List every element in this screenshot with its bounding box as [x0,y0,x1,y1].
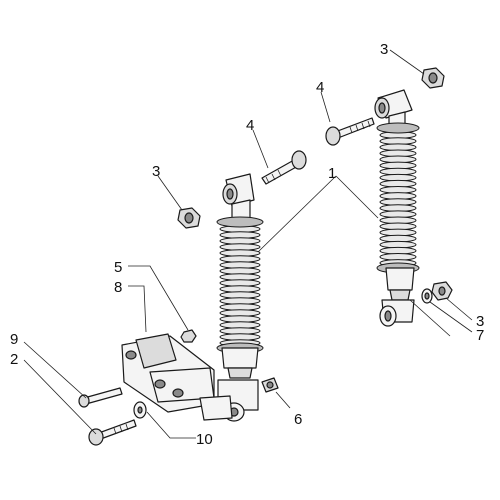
label-3-lower-right: 3 [476,313,484,330]
leader-lines [23,49,473,439]
part-labels: 3 4 4 3 1 5 8 9 2 10 6 3 7 [10,41,484,448]
right-shock-lower-body [379,267,415,327]
label-5: 5 [114,259,122,276]
label-8: 8 [114,279,122,296]
left-shock-absorber [216,173,264,422]
mounting-bracket [121,333,233,421]
label-2: 2 [10,351,18,368]
left-shock-spring [216,216,264,354]
label-6: 6 [294,411,302,428]
right-washer [421,288,433,304]
upper-left-bolt [261,150,307,185]
right-shock-absorber [374,89,420,327]
bushing-6 [261,377,279,393]
label-10: 10 [196,431,213,448]
right-shock-spring [376,122,420,274]
label-3-left: 3 [152,163,160,180]
long-screw [88,419,137,446]
top-right-nut [421,67,445,89]
upper-right-bolt [325,117,375,146]
label-9: 9 [10,331,18,348]
small-screw [78,387,123,408]
lower-right-nut [431,281,453,301]
lower-washer [133,401,147,419]
label-7: 7 [476,327,484,344]
left-nut [177,207,201,229]
label-4-upper-left: 4 [246,117,254,134]
label-4-upper-right: 4 [316,79,324,96]
small-nut-5 [180,329,197,343]
label-1: 1 [328,165,336,182]
label-3-top-right: 3 [380,41,388,58]
